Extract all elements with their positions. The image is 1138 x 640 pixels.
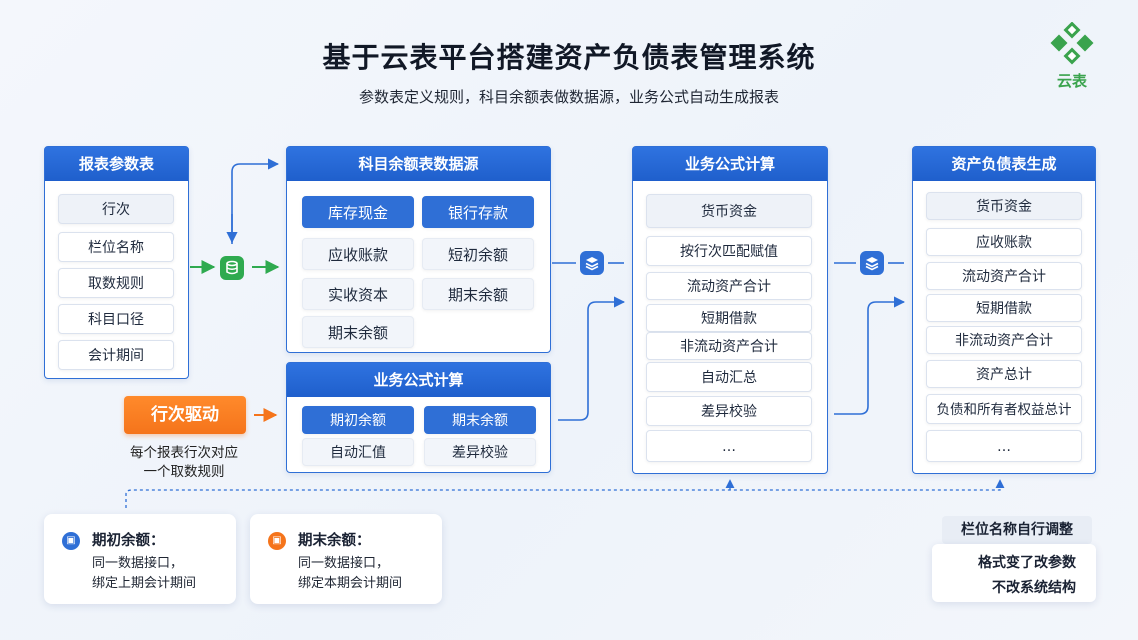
output-item-current-total: 流动资产合计 <box>926 262 1082 290</box>
page-subtitle: 参数表定义规则，科目余额表做数据源，业务公式自动生成报表 <box>358 88 779 106</box>
formula-item-closing: 期末余额 <box>424 406 536 434</box>
output-item-liabilities-equity-total: 负债和所有者权益总计 <box>926 394 1082 424</box>
source-item-ending-balance: 期末余额 <box>422 278 534 310</box>
closing-card-line1: 同一数据接口， <box>298 556 390 571</box>
main-item-match: 按行次匹配赋值 <box>646 236 812 266</box>
output-item-receivables: 应收账款 <box>926 228 1082 256</box>
main-item-short-loan: 短期借款 <box>646 304 812 332</box>
main-item-cash: 货币资金 <box>646 194 812 228</box>
row-driver-note-line1: 每个报表行次对应 <box>130 445 238 461</box>
param-table-title: 报表参数表 <box>45 147 188 181</box>
formula-main-title: 业务公式计算 <box>633 147 827 181</box>
brand-logo: 云表 <box>1044 21 1100 91</box>
formula-item-auto-sum: 自动汇值 <box>302 438 414 466</box>
document-icon: ▣ <box>268 532 286 550</box>
main-item-current-total: 流动资产合计 <box>646 272 812 300</box>
database-icon <box>220 256 244 280</box>
side-note-card: 格式变了改参数 不改系统结构 <box>932 544 1096 602</box>
param-item-period: 会计期间 <box>58 340 174 370</box>
source-item-receivables: 应收账款 <box>302 238 414 270</box>
closing-balance-card: ▣ 期末余额： 同一数据接口， 绑定本期会计期间 <box>250 514 442 604</box>
source-item-bank-deposit: 银行存款 <box>422 196 534 228</box>
formula-item-opening: 期初余额 <box>302 406 414 434</box>
param-item-column-name: 栏位名称 <box>58 232 174 262</box>
balance-source-title: 科目余额表数据源 <box>287 147 550 181</box>
source-item-cash: 库存现金 <box>302 196 414 228</box>
param-item-row-number: 行次 <box>58 194 174 224</box>
arrow-db-loop <box>231 158 280 244</box>
output-item-total-assets: 资产总计 <box>926 360 1082 388</box>
opening-card-line1: 同一数据接口， <box>92 556 184 571</box>
logo-text: 云表 <box>1056 72 1087 90</box>
row-driver-note: 每个报表行次对应 一个取数规则 <box>114 444 254 482</box>
row-driver-button[interactable]: 行次驱动 <box>124 396 246 434</box>
output-item-cash: 货币资金 <box>926 192 1082 220</box>
document-icon: ▣ <box>62 532 80 550</box>
param-item-subject-scope: 科目口径 <box>58 304 174 334</box>
main-item-auto-sum: 自动汇总 <box>646 362 812 392</box>
page-title: 基于云表平台搭建资产负债表管理系统 <box>322 41 816 74</box>
formula-item-diff-check: 差异校验 <box>424 438 536 466</box>
row-driver-note-line2: 一个取数规则 <box>143 464 225 480</box>
opening-card-title: 期初余额： <box>92 533 165 549</box>
opening-balance-card: ▣ 期初余额： 同一数据接口， 绑定上期会计期间 <box>44 514 236 604</box>
opening-card-body: 同一数据接口， 绑定上期会计期间 <box>92 554 196 594</box>
source-item-short-balance: 短初余额 <box>422 238 534 270</box>
formula-small-title: 业务公式计算 <box>287 363 550 397</box>
layers-icon <box>860 251 884 275</box>
arrow-formula-to-main <box>558 296 626 421</box>
source-item-ending-balance-2: 期末余额 <box>302 316 414 348</box>
output-item-noncurrent-total: 非流动资产合计 <box>926 326 1082 354</box>
balance-output-title: 资产负债表生成 <box>913 147 1095 181</box>
closing-card-title: 期末余额： <box>298 533 371 549</box>
opening-card-line2: 绑定上期会计期间 <box>92 576 197 591</box>
param-item-fetch-rule: 取数规则 <box>58 268 174 298</box>
logo-icon <box>1050 21 1094 65</box>
main-item-noncurrent-total: 非流动资产合计 <box>646 332 812 360</box>
closing-card-line2: 绑定本期会计期间 <box>298 576 403 591</box>
dotted-feedback-line <box>125 479 1005 508</box>
column-name-tag: 栏位名称自行调整 <box>942 516 1092 544</box>
arrow-main-to-output <box>834 296 906 415</box>
side-note-line2: 不改系统结构 <box>992 580 1076 596</box>
output-item-more: … <box>926 430 1082 462</box>
output-item-short-loan: 短期借款 <box>926 294 1082 322</box>
side-note-line1: 格式变了改参数 <box>978 555 1076 571</box>
closing-card-body: 同一数据接口， 绑定本期会计期间 <box>298 554 402 594</box>
main-item-more: … <box>646 430 812 462</box>
source-item-paid-capital: 实收资本 <box>302 278 414 310</box>
main-item-diff-check: 差异校验 <box>646 396 812 426</box>
layers-icon <box>580 251 604 275</box>
